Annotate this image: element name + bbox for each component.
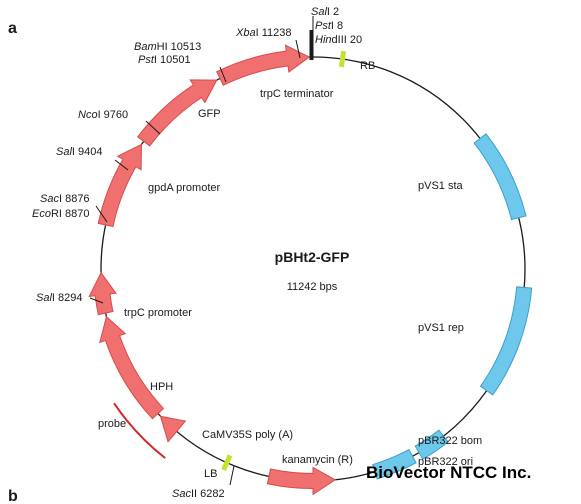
site-label-hindiii-20: HindIII 20: [315, 34, 362, 46]
plasmid-size: 11242 bps: [287, 281, 338, 293]
feature-label-trpc-promoter: trpC promoter: [124, 307, 192, 319]
site-tick-sali-8294: [89, 297, 104, 304]
feature-label-pbr322-ori: pBR322 ori: [418, 456, 473, 468]
site-tick-ncoi-9760: [145, 120, 161, 135]
feature-pbr322-ori: [372, 448, 417, 480]
feature-label-pbr322-bom: pBR322 bom: [418, 435, 482, 447]
site-label-xbai-11238: XbaI 11238: [235, 27, 291, 39]
feature-trpc-terminator: [216, 44, 311, 86]
feature-trpc-promoter: [88, 271, 117, 316]
site-tick-xbai-11238: [295, 39, 301, 59]
feature-camv35s: [159, 415, 187, 443]
site-label-ecori-8870: EcoRI 8870: [32, 208, 90, 220]
watermark: BioVector NTCC Inc.: [366, 463, 531, 482]
feature-label-kanamycin: kanamycin (R): [282, 454, 353, 466]
plasmid-name: pBHt2-GFP: [275, 249, 350, 265]
site-tick-sali-9404: [114, 159, 129, 171]
panel-label-b: b: [8, 488, 18, 504]
site-tick-ecori-8870: [95, 205, 108, 223]
site-label-psti-10501: PstI 10501: [138, 54, 191, 66]
feature-pvs1-rep: [479, 286, 533, 396]
border-marker-lb: [221, 454, 233, 471]
site-label-sali-8294: SalI 8294: [36, 292, 83, 304]
feature-gfp: [136, 79, 218, 147]
site-label-ncoi-9760: NcoI 9760: [78, 109, 128, 121]
feature-label-gfp: GFP: [198, 108, 221, 120]
feature-pvs1-sta: [473, 133, 527, 221]
site-label-sacii-6282: SacII 6282: [172, 488, 225, 500]
site-label-bamhi-10513: BamHI 10513: [134, 41, 201, 53]
features-layer: [88, 44, 533, 496]
feature-label-pvs1-sta: pVS1 sta: [418, 180, 464, 192]
site-tick-psti-10501: [219, 66, 227, 83]
feature-label-trpc-terminator: trpC terminator: [260, 88, 334, 100]
feature-label-pvs1-rep: pVS1 rep: [418, 322, 464, 334]
feature-label-gpda-promoter: gpdA promoter: [148, 182, 220, 194]
feature-pbr322-bom: [414, 429, 449, 460]
site-label-sali-2: SalI 2: [311, 6, 339, 18]
site-tick-sacii-6282: [229, 465, 235, 486]
border-label-rb: RB: [360, 60, 375, 72]
site-label-sali-9404: SalI 9404: [56, 146, 103, 158]
feature-kanamycin: [266, 466, 337, 496]
site-label-psti-8: PstI 8: [315, 20, 343, 32]
probe-arc: [113, 402, 166, 459]
feature-gpda-promoter: [97, 143, 143, 228]
probe-label: probe: [98, 418, 126, 430]
site-label-saci-8876: SacI 8876: [40, 193, 90, 205]
feature-hph: [99, 315, 165, 420]
feature-label-hph: HPH: [150, 381, 173, 393]
border-label-lb: LB: [204, 468, 217, 480]
panel-label-a: a: [8, 20, 17, 37]
feature-label-camv35s: CaMV35S poly (A): [202, 429, 293, 441]
sites-layer: [89, 16, 314, 486]
border-marker-rb: [338, 50, 347, 68]
